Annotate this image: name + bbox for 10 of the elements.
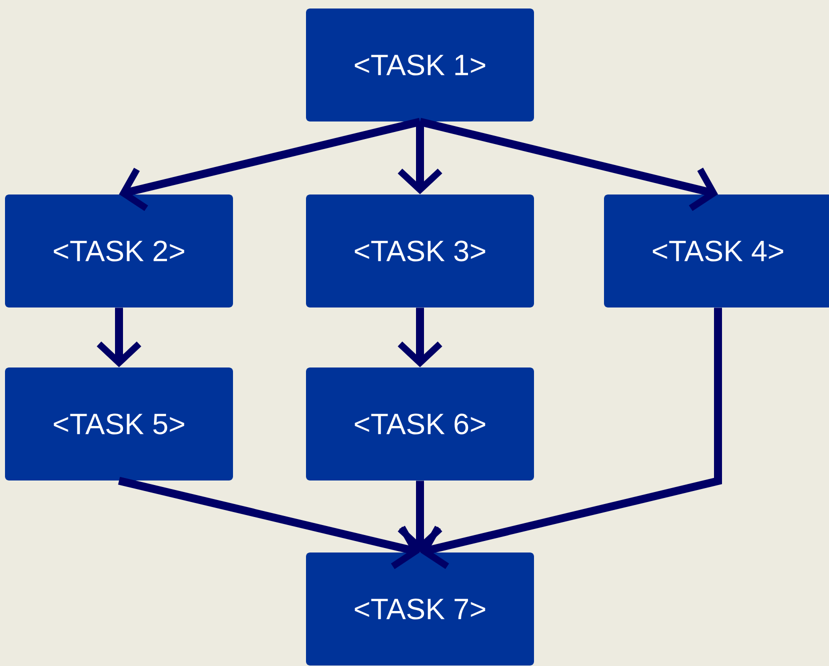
task-box: <TASK 6> <box>306 368 534 480</box>
task-box: <TASK 5> <box>5 368 233 480</box>
arrow <box>419 118 718 211</box>
task-box: <TASK 1> <box>306 8 534 122</box>
arrow <box>420 308 722 570</box>
task-box: <TASK 4> <box>604 194 829 308</box>
task-box: <TASK 7> <box>306 552 534 666</box>
task-box: <TASK 3> <box>306 194 534 308</box>
arrow <box>119 118 421 212</box>
task-box: <TASK 2> <box>5 194 233 308</box>
